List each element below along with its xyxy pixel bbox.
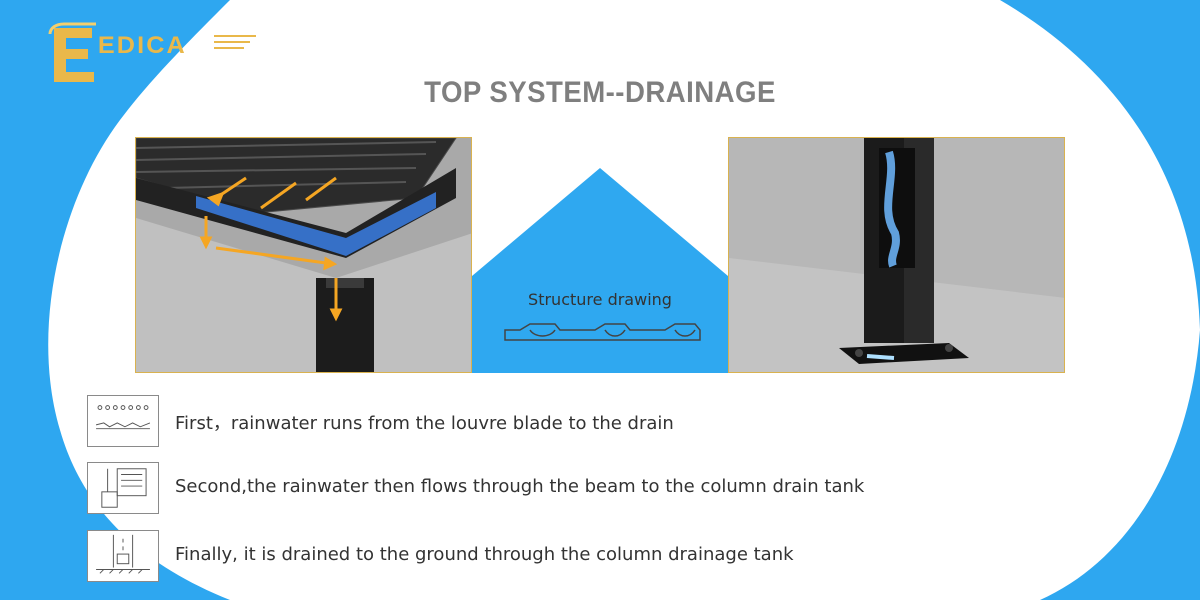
- step-second: Second,the rainwater then flows through …: [87, 462, 1087, 514]
- logo-text: EDICA: [97, 32, 187, 59]
- step-first: First，rainwater runs from the louvre bla…: [87, 395, 1087, 447]
- structure-drawing-triangle: [472, 168, 728, 373]
- page-title: TOP SYSTEM--DRAINAGE: [424, 76, 776, 109]
- step-third: Finally, it is drained to the ground thr…: [87, 530, 1087, 582]
- step-third-text: Finally, it is drained to the ground thr…: [175, 544, 794, 565]
- structure-drawing-label: Structure drawing: [528, 290, 672, 309]
- rain-on-louvre-icon: [87, 395, 159, 447]
- louvre-profile-icon: [504, 323, 701, 341]
- column-to-ground-icon: [87, 530, 159, 582]
- beam-to-column-icon: [87, 462, 159, 514]
- brand-logo: [48, 22, 256, 82]
- step-second-text: Second,the rainwater then flows through …: [175, 476, 865, 497]
- column-drain-image: [728, 137, 1065, 373]
- step-first-text: First，rainwater runs from the louvre bla…: [175, 413, 674, 434]
- pergola-corner-image: [135, 137, 472, 373]
